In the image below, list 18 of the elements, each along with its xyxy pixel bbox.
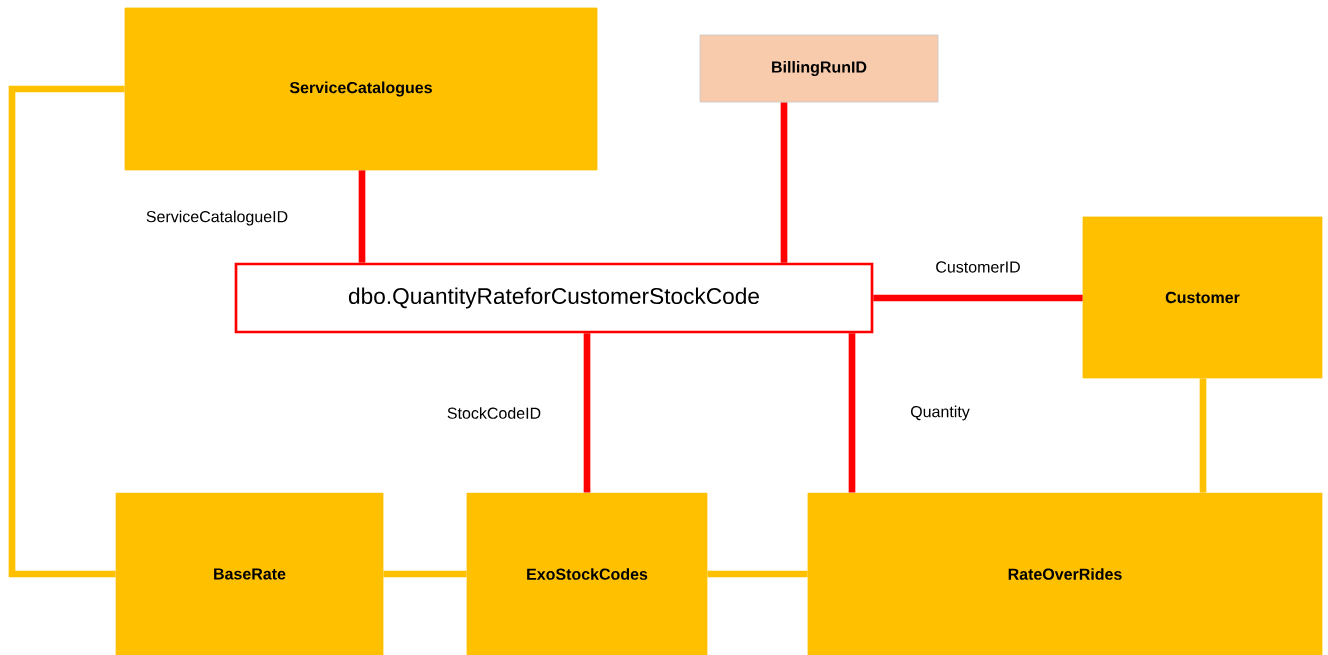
connector-line <box>873 294 1083 302</box>
table-box: BillingRunID <box>699 34 939 103</box>
table-box: Customer <box>1082 216 1323 379</box>
edge-label: StockCodeID <box>445 405 543 421</box>
table-box: ServiceCatalogues <box>124 7 598 171</box>
connector-line <box>383 570 467 578</box>
edge-label: CustomerID <box>934 260 1022 274</box>
connector-line <box>1199 378 1207 493</box>
connector-line <box>780 102 788 263</box>
table-box: RateOverRides <box>807 492 1323 655</box>
connector-line <box>8 85 125 578</box>
edge-label: ServiceCatalogueID <box>144 209 290 227</box>
main-table-box: dbo.QuantityRateforCustomerStockCode <box>234 262 874 334</box>
table-box: ExoStockCodes <box>466 492 708 655</box>
connector-line <box>707 570 808 578</box>
connector-line <box>358 170 366 263</box>
table-box: BaseRate <box>115 492 384 655</box>
edge-label: Quantity <box>908 404 972 422</box>
